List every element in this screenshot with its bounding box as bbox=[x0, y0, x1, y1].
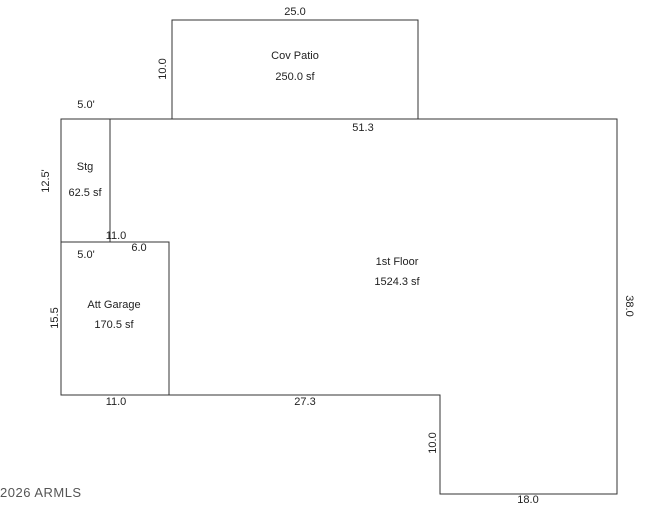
dim-stg-left: 12.5' bbox=[40, 169, 52, 193]
cov-patio-name: Cov Patio bbox=[271, 50, 319, 62]
cov-patio-outline bbox=[171, 19, 419, 120]
dim-garage-left: 15.5 bbox=[49, 307, 61, 328]
watermark: 2026 ARMLS bbox=[0, 485, 82, 500]
dim-floor-bottom: 27.3 bbox=[294, 396, 315, 408]
first-floor-area: 1524.3 sf bbox=[374, 276, 420, 288]
dim-floor-step: 10.0 bbox=[427, 432, 439, 453]
storage-area: 62.5 sf bbox=[68, 187, 102, 199]
first-floor-outline bbox=[60, 118, 618, 495]
dim-floor-right: 38.0 bbox=[623, 295, 635, 316]
garage-area: 170.5 sf bbox=[94, 319, 134, 331]
dim-patio-left: 10.0 bbox=[157, 58, 169, 79]
dim-garage-notch: 6.0 bbox=[131, 242, 146, 254]
dim-floor-bottom-right: 18.0 bbox=[517, 494, 538, 506]
dim-floor-top: 51.3 bbox=[352, 122, 373, 134]
dim-garage-top: 5.0' bbox=[77, 249, 94, 261]
cov-patio-area: 250.0 sf bbox=[275, 71, 315, 83]
dim-stg-bottom: 11.0 bbox=[106, 230, 127, 242]
garage-outline bbox=[61, 241, 170, 395]
garage-name: Att Garage bbox=[87, 299, 140, 311]
dim-patio-top: 25.0 bbox=[284, 6, 305, 18]
dim-stg-top: 5.0' bbox=[77, 99, 94, 111]
first-floor-name: 1st Floor bbox=[376, 256, 419, 268]
storage-name: Stg bbox=[77, 161, 94, 173]
dim-garage-bottom: 11.0 bbox=[106, 396, 127, 408]
